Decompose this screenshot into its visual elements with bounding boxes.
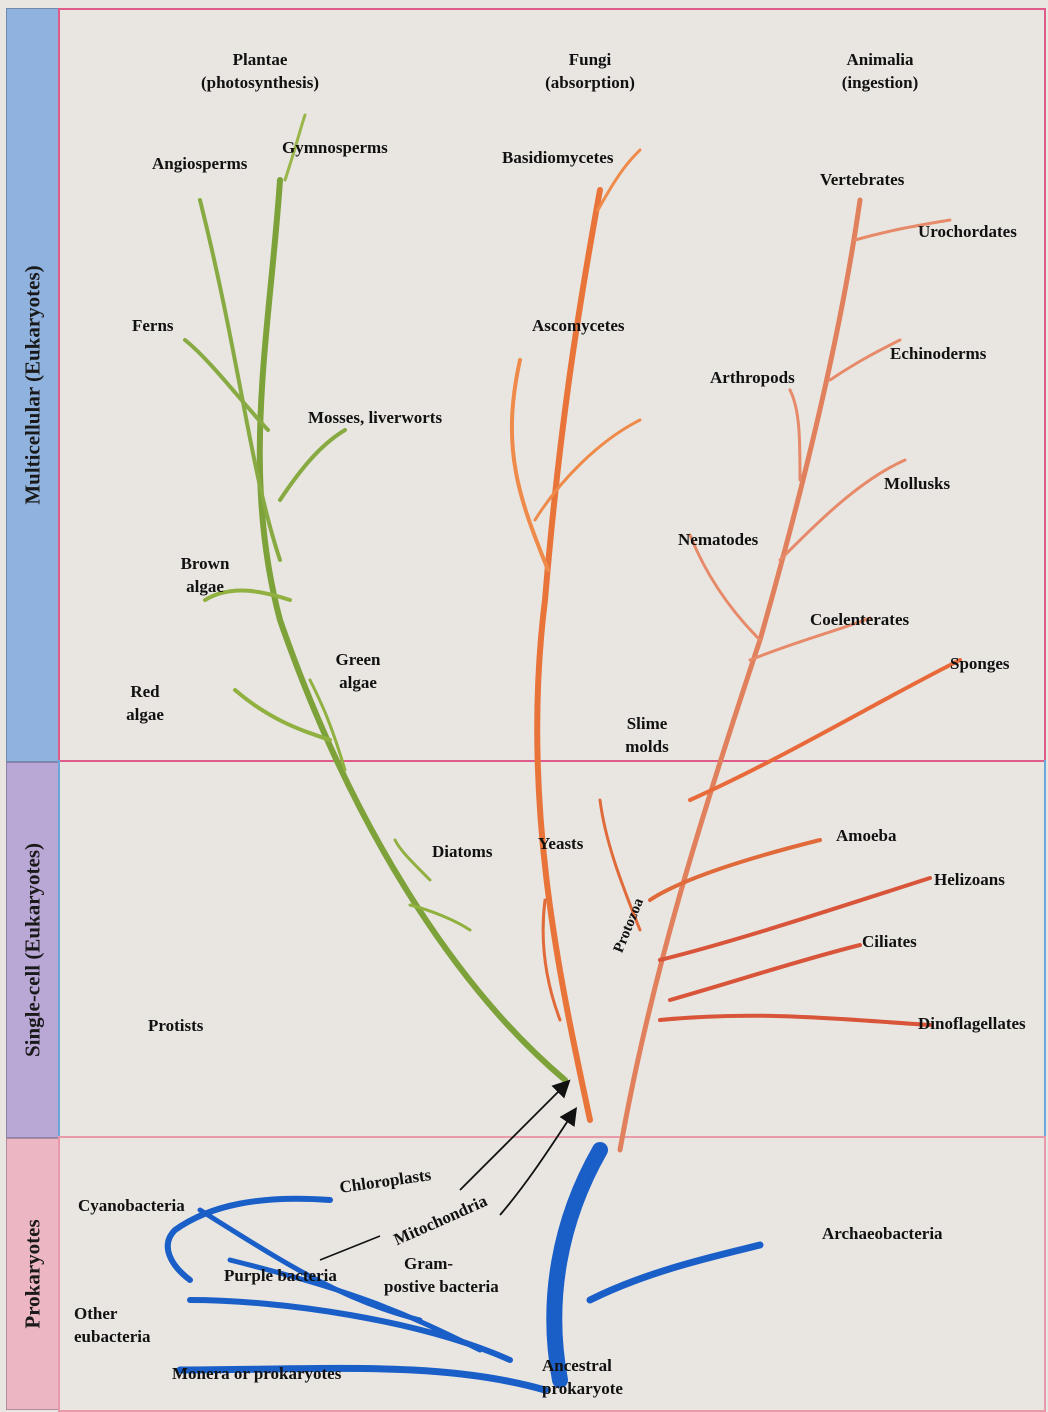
label-gram-positive-2: postive bacteria xyxy=(384,1277,499,1296)
label-monera: Monera or prokaryotes xyxy=(172,1364,342,1383)
label-other-eubacteria-1: Other xyxy=(74,1304,118,1323)
label-red-algae: Red algae xyxy=(110,680,180,726)
label-mollusks: Mollusks xyxy=(884,474,951,493)
label-green-algae: Green algae xyxy=(318,648,398,694)
prokaryote-branches xyxy=(164,1142,764,1394)
label-ciliates: Ciliates xyxy=(862,932,917,951)
fungi-animal-branches xyxy=(509,148,962,1153)
label-echinoderms: Echinoderms xyxy=(890,344,987,363)
label-urochordates: Urochordates xyxy=(918,222,1017,241)
label-slime-molds-1: Slime xyxy=(626,714,668,733)
label-animalia: Animalia (ingestion) xyxy=(800,48,960,94)
label-fungi-sub: (absorption) xyxy=(545,73,635,92)
label-amoeba: Amoeba xyxy=(836,826,897,845)
label-brown-algae: Brown algae xyxy=(160,552,250,598)
label-plantae: Plantae (photosynthesis) xyxy=(170,48,350,94)
label-coelenterates: Coelenterates xyxy=(810,610,910,629)
label-gram-positive-1: Gram- xyxy=(404,1254,454,1273)
label-yeasts: Yeasts xyxy=(538,834,584,853)
label-ferns: Ferns xyxy=(132,316,174,335)
endosymbiosis-arrows xyxy=(319,1079,577,1261)
label-ancestral-prokaryote: Ancestral prokaryote xyxy=(542,1354,623,1400)
label-plantae-sub: (photosynthesis) xyxy=(200,73,320,92)
label-ancestral-1: Ancestral xyxy=(542,1356,612,1375)
label-dinoflagellates: Dinoflagellates xyxy=(918,1014,1026,1033)
label-gram-positive: Gram- postive bacteria xyxy=(384,1252,499,1298)
label-sponges: Sponges xyxy=(950,654,1010,673)
plant-branches xyxy=(183,113,568,1083)
label-helizoans: Helizoans xyxy=(934,870,1005,889)
label-other-eubacteria-2: eubacteria xyxy=(74,1327,151,1346)
label-red-algae-1: Red xyxy=(130,682,160,701)
label-green-algae-2: algae xyxy=(339,673,377,692)
band-multicellular: Multicellular (Eukaryotes) xyxy=(6,8,60,762)
label-gymnosperms: Gymnosperms xyxy=(282,138,388,157)
label-animalia-sub: (ingestion) xyxy=(841,73,919,92)
label-fungi: Fungi (absorption) xyxy=(510,48,670,94)
label-brown-algae-2: algae xyxy=(186,577,224,596)
label-cyanobacteria: Cyanobacteria xyxy=(78,1196,185,1215)
band-prokaryotes: Prokaryotes xyxy=(6,1138,60,1410)
label-protists: Protists xyxy=(148,1016,204,1035)
label-diatoms: Diatoms xyxy=(432,842,493,861)
label-slime-molds-2: molds xyxy=(625,737,669,756)
label-ascomycetes: Ascomycetes xyxy=(532,316,625,335)
label-brown-algae-1: Brown xyxy=(180,554,230,573)
label-archaeobacteria: Archaeobacteria xyxy=(822,1224,943,1243)
label-plantae-name: Plantae xyxy=(232,50,288,69)
label-other-eubacteria: Other eubacteria xyxy=(74,1302,150,1348)
label-red-algae-2: algae xyxy=(126,705,164,724)
label-angiosperms: Angiosperms xyxy=(152,154,248,173)
label-green-algae-1: Green xyxy=(335,650,381,669)
label-slime-molds: Slime molds xyxy=(612,712,682,758)
band-single-cell: Single-cell (Eukaryotes) xyxy=(6,762,60,1138)
label-animalia-name: Animalia xyxy=(846,50,914,69)
label-nematodes: Nematodes xyxy=(678,530,759,549)
label-basidiomycetes: Basidiomycetes xyxy=(502,148,614,167)
label-fungi-name: Fungi xyxy=(568,50,612,69)
label-arthropods: Arthropods xyxy=(710,368,795,387)
label-mosses: Mosses, liverworts xyxy=(308,408,443,427)
label-ancestral-2: prokaryote xyxy=(542,1379,623,1398)
label-vertebrates: Vertebrates xyxy=(820,170,905,189)
label-purple-bacteria: Purple bacteria xyxy=(224,1266,337,1285)
